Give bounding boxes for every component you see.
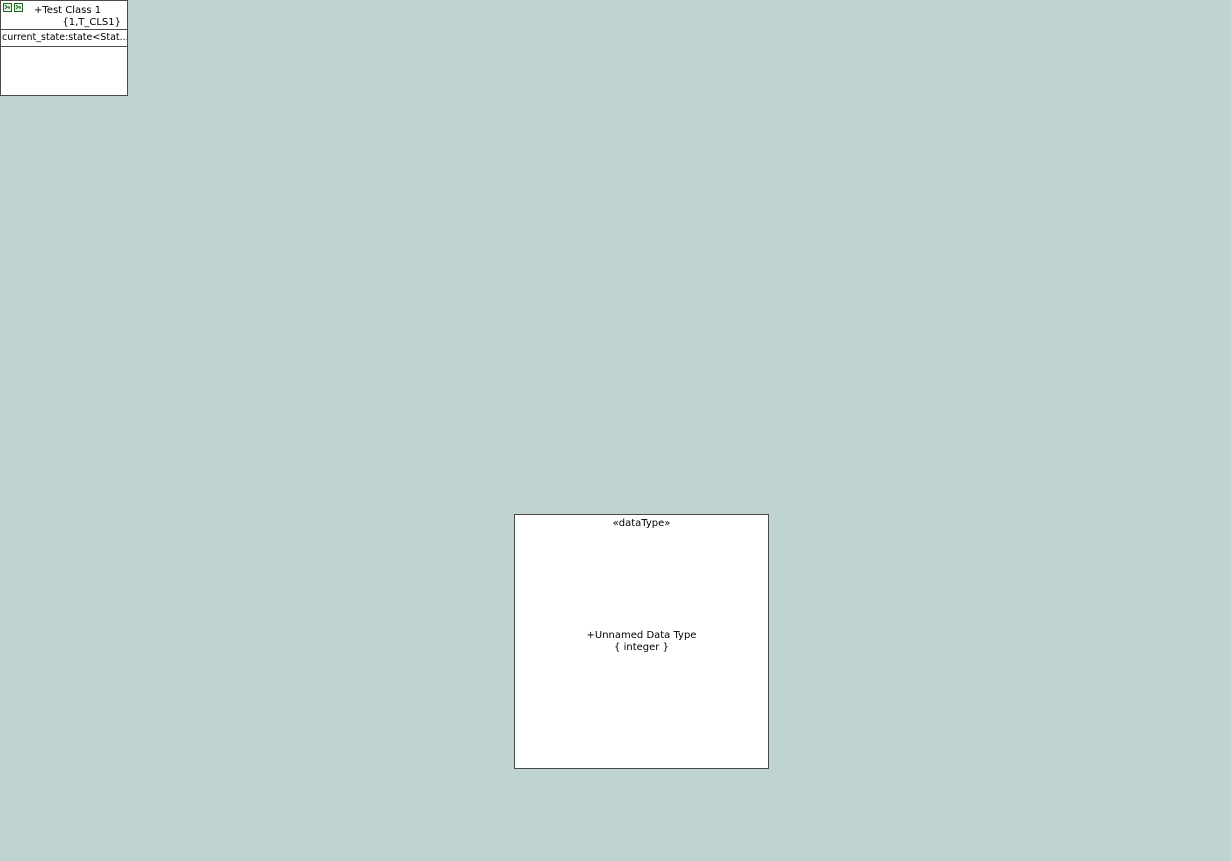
class-name: +Test Class 1: [34, 5, 102, 16]
class-operations-compartment: [1, 47, 127, 95]
green-key-icon: [3, 3, 12, 12]
class-keyletters: {1,T_CLS1}: [62, 17, 121, 28]
datatype-stereotype: «dataType»: [612, 518, 671, 529]
class-header: +Test Class 1 {1,T_CLS1}: [1, 1, 127, 30]
class-test-class-1[interactable]: +Test Class 1 {1,T_CLS1} current_state:s…: [0, 0, 128, 96]
class-icons: [3, 3, 23, 12]
class-attribute: current_state:state<Stat...: [2, 32, 127, 43]
green-key-icon: [14, 3, 23, 12]
datatype-core-type: { integer }: [614, 642, 669, 653]
class-attributes-compartment: current_state:state<Stat...: [1, 30, 127, 47]
datatype-name: +Unnamed Data Type: [586, 630, 697, 641]
datatype-unnamed-data-type[interactable]: «dataType» +Unnamed Data Type { integer …: [514, 514, 769, 769]
